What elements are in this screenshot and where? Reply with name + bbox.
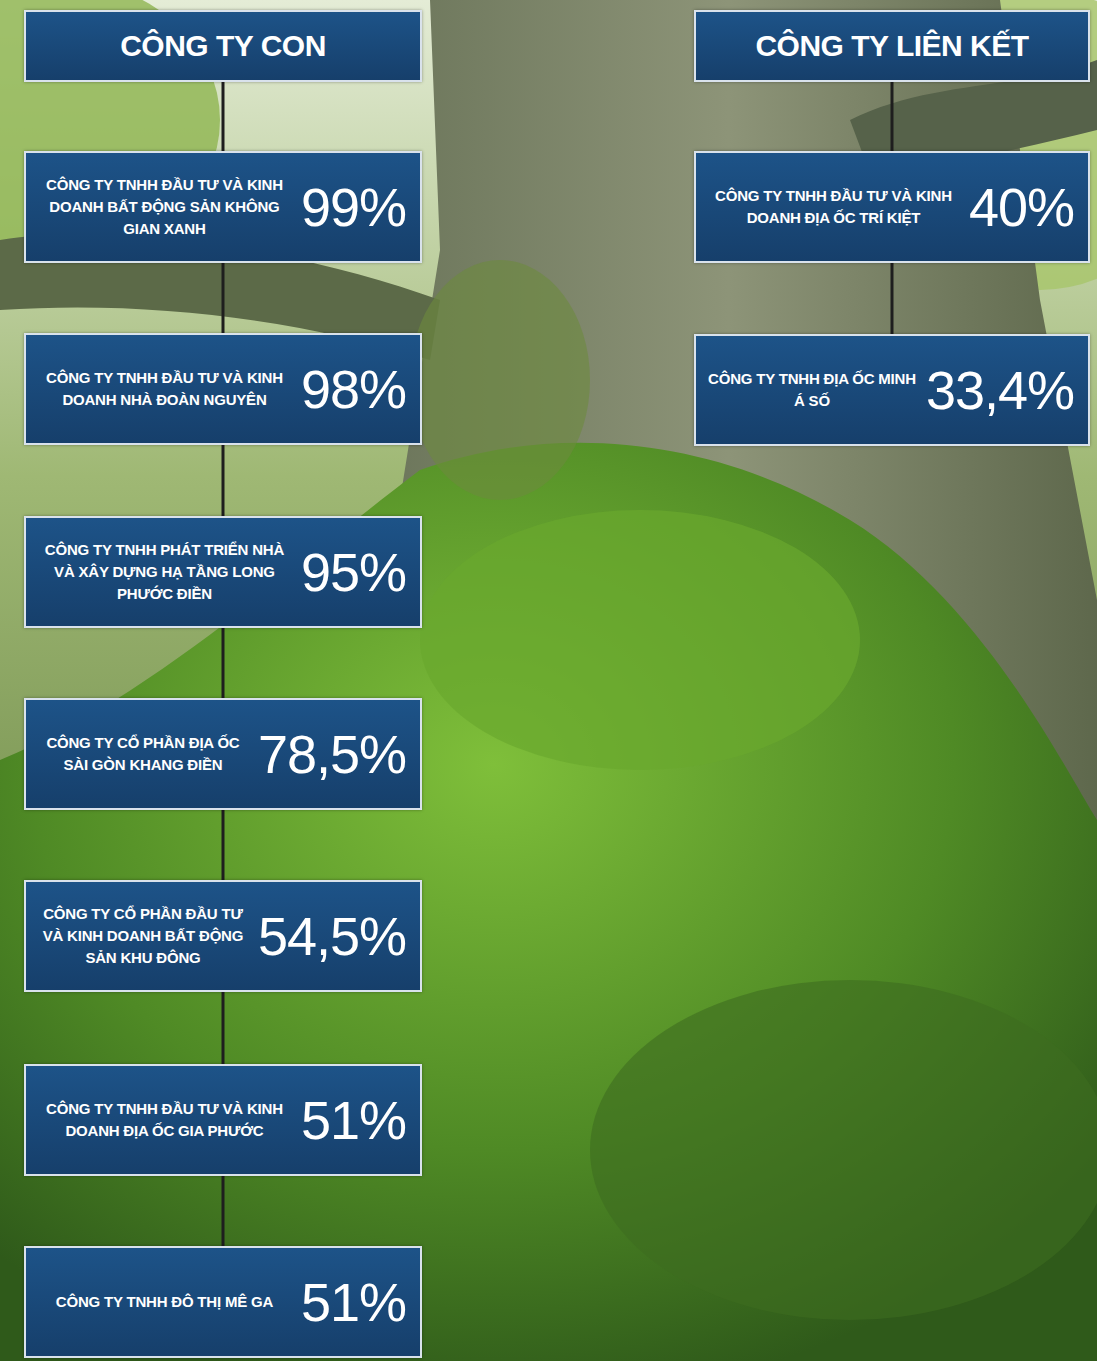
ownership-percent: 95% — [301, 545, 406, 599]
moss — [590, 980, 1097, 1320]
company-name: CÔNG TY TNHH ĐẦU TƯ VÀ KINH DOANH ĐỊA ỐC… — [36, 1098, 301, 1142]
connector-line — [222, 445, 225, 516]
moss — [410, 260, 590, 500]
connector-line — [891, 263, 894, 334]
ownership-percent: 78,5% — [258, 727, 406, 781]
company-box: CÔNG TY TNHH PHÁT TRIỂN NHÀ VÀ XÂY DỰNG … — [24, 516, 422, 628]
group-header: CÔNG TY LIÊN KẾT — [694, 10, 1090, 82]
ownership-percent: 51% — [301, 1275, 406, 1329]
header-text: CÔNG TY LIÊN KẾT — [755, 29, 1028, 63]
company-name: CÔNG TY TNHH ĐÔ THỊ MÊ GA — [36, 1291, 301, 1313]
connector-line — [222, 628, 225, 698]
company-box: CÔNG TY TNHH ĐỊA ỐC MINH Á SỐ33,4% — [694, 334, 1090, 446]
company-name: CÔNG TY CỔ PHẦN ĐỊA ỐC SÀI GÒN KHANG ĐIỀ… — [36, 732, 258, 776]
company-box: CÔNG TY TNHH ĐẦU TƯ VÀ KINH DOANH BẤT ĐỘ… — [24, 151, 422, 263]
company-name: CÔNG TY TNHH ĐẦU TƯ VÀ KINH DOANH NHÀ ĐO… — [36, 367, 301, 411]
ownership-percent: 40% — [969, 180, 1074, 234]
company-box: CÔNG TY TNHH ĐẦU TƯ VÀ KINH DOANH ĐỊA ỐC… — [24, 1064, 422, 1176]
ownership-percent: 98% — [301, 362, 406, 416]
group-header: CÔNG TY CON — [24, 10, 422, 82]
ownership-percent: 54,5% — [258, 909, 406, 963]
connector-line — [222, 1176, 225, 1246]
connector-line — [222, 992, 225, 1064]
company-box: CÔNG TY TNHH ĐÔ THỊ MÊ GA51% — [24, 1246, 422, 1358]
connector-line — [222, 263, 225, 333]
connector-line — [222, 82, 225, 151]
ownership-percent: 51% — [301, 1093, 406, 1147]
company-name: CÔNG TY CỔ PHẦN ĐẦU TƯ VÀ KINH DOANH BẤT… — [36, 903, 258, 968]
ownership-percent: 33,4% — [926, 363, 1074, 417]
moss — [420, 510, 860, 770]
company-name: CÔNG TY TNHH PHÁT TRIỂN NHÀ VÀ XÂY DỰNG … — [36, 539, 301, 604]
company-box: CÔNG TY TNHH ĐẦU TƯ VÀ KINH DOANH ĐỊA ỐC… — [694, 151, 1090, 263]
header-text: CÔNG TY CON — [120, 29, 326, 63]
company-box: CÔNG TY CỔ PHẦN ĐẦU TƯ VÀ KINH DOANH BẤT… — [24, 880, 422, 992]
company-box: CÔNG TY TNHH ĐẦU TƯ VÀ KINH DOANH NHÀ ĐO… — [24, 333, 422, 445]
company-name: CÔNG TY TNHH ĐẦU TƯ VÀ KINH DOANH BẤT ĐỘ… — [36, 174, 301, 239]
company-name: CÔNG TY TNHH ĐỊA ỐC MINH Á SỐ — [706, 368, 926, 412]
company-box: CÔNG TY CỔ PHẦN ĐỊA ỐC SÀI GÒN KHANG ĐIỀ… — [24, 698, 422, 810]
connector-line — [891, 82, 894, 151]
connector-line — [222, 810, 225, 880]
ownership-percent: 99% — [301, 180, 406, 234]
company-name: CÔNG TY TNHH ĐẦU TƯ VÀ KINH DOANH ĐỊA ỐC… — [706, 185, 969, 229]
